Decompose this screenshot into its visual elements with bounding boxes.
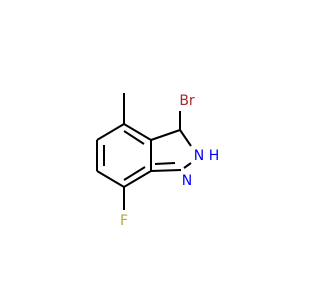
atom-nitrogen: N (182, 173, 192, 189)
bond-n2-c7a (150, 169, 182, 172)
bond-c6-c7 (96, 170, 125, 188)
bond-n2-c7a-inner (154, 162, 176, 165)
bond-c3a-c4 (123, 123, 152, 141)
molecule-diagram: Br N H N F (96, 93, 220, 229)
bond-c3-n1 (179, 129, 192, 147)
bond-c3a-c4-inner (123, 130, 145, 145)
bond-c4-c5 (96, 123, 125, 141)
bond-c7-c7a (123, 170, 152, 188)
bond-c3a-c3 (150, 129, 181, 141)
bond-c7-c7a-inner (123, 166, 146, 181)
atom-hydrogen: H (209, 148, 220, 164)
atom-bromine: Br (179, 93, 195, 109)
atom-fluorine: F (120, 213, 128, 229)
bond-n1-n2 (183, 162, 192, 169)
bonds-group (96, 93, 192, 210)
molecule-canvas: Br N H N F (96, 93, 220, 229)
atom-nitrogen-h: N (194, 148, 204, 164)
